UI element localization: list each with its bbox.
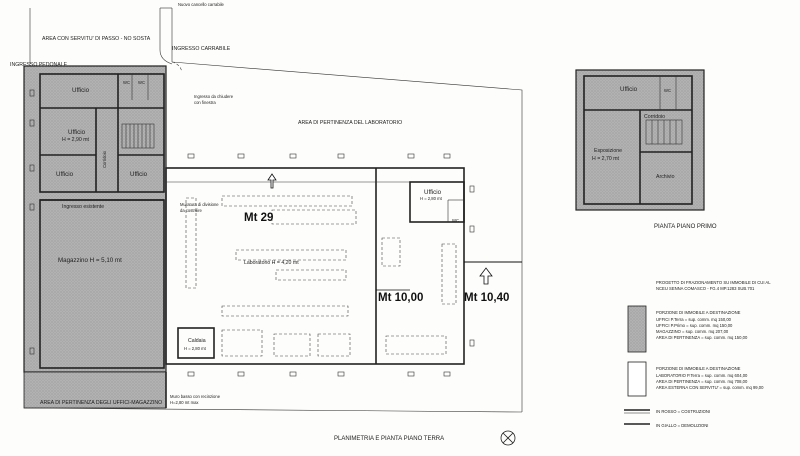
label-ufficio-lab-h: H = 2,80 mt — [420, 196, 443, 201]
legend-block1-line: UFFICI P.Primo = sup. comm. mq 150,00 — [656, 323, 733, 328]
label-ingresso-carrabile: INGRESSO CARRABILE — [172, 46, 231, 52]
label-ufficio-lab: Ufficio — [424, 189, 442, 196]
legend-white-swatch — [627, 361, 647, 397]
label-wc-lab: WC — [452, 218, 459, 223]
label-wc1: WC — [123, 80, 130, 85]
property-boundary-right — [171, 61, 523, 412]
label-caldaia: Caldaia — [188, 338, 206, 344]
label-ufficio-h2: H = 2,90 mt — [62, 137, 90, 143]
label-planimetria: PLANIMETRIA E PIANTA PIANO TERRA — [334, 436, 444, 442]
legend-title-2: NCEU SENNA COMASCO - FG.4 MP.1283 SUB.70… — [656, 286, 755, 291]
legend-block1-line: MAGAZZINO = sup. comm. mq 207,00 — [656, 329, 729, 334]
label-corridoio: Corridoio — [102, 150, 107, 168]
label-ufficio-h: Ufficio — [68, 129, 86, 136]
label-ingresso-chiudere-1: Ingresso da chiudere — [194, 94, 234, 99]
measure-mt1000: Mt 10,00 — [378, 292, 423, 304]
label-ingresso-esistente: Ingresso esistente — [62, 204, 104, 210]
arrow-up-icon — [479, 267, 493, 285]
label-muro-basso-1: Muro basso con recinzione — [170, 394, 221, 399]
legend-rosso: IN ROSSO = COSTRUZIONI — [656, 409, 710, 414]
legend-block1-title: PORZIONE DI IMMOBILE A DESTINAZIONE — [656, 310, 741, 315]
label-laboratorio: Laboratorio H = 4,20 mt — [244, 260, 299, 266]
arrow-up-icon — [267, 173, 277, 189]
uffici-magazzino-area — [23, 65, 167, 373]
label-magazzino: Magazzino H = 5,10 mt — [58, 257, 122, 264]
north-arrow-icon — [500, 430, 516, 446]
legend-hatched-swatch — [627, 305, 647, 353]
label-pf-esposizione-2: H = 2,70 mt — [592, 156, 620, 162]
legend-block2-line: AREA DI PERTINENZA = sup. comm. mq 708,0… — [656, 379, 748, 384]
label-pf-corridoio: Corridoio — [644, 114, 665, 120]
label-pf-ufficio: Ufficio — [620, 86, 638, 93]
label-ingresso-chiudere-2: con finestra — [194, 100, 216, 105]
window-markers — [29, 89, 475, 377]
legend-block1-line: UFFICI P.Terra = sup. comm. mq 150,00 — [656, 317, 732, 322]
label-ingresso-pedonale: INGRESSO PEDONALE — [10, 62, 68, 68]
label-muratura-2: da costruire — [180, 208, 203, 213]
label-nuovo-cancello: Nuovo cancello carrabile — [178, 2, 225, 7]
measure-mt29: Mt 29 — [244, 212, 273, 224]
label-pf-esposizione-1: Esposizione — [594, 148, 622, 154]
label-ufficio-right: Ufficio — [130, 171, 148, 178]
legend-block1-line: AREA DI PERTINENZA = sup. comm. mq 150,0… — [656, 335, 748, 340]
caldaia-room — [177, 327, 215, 359]
label-ufficio-left: Ufficio — [56, 171, 74, 178]
measure-mt1040: Mt 10,40 — [464, 292, 509, 304]
label-caldaia-h: H = 2,80 mt — [184, 346, 207, 351]
label-ufficio-top: Ufficio — [72, 87, 90, 94]
legend-block2-title: PORZIONE DI IMMOBILE A DESTINAZIONE — [656, 366, 741, 371]
magazzino-room — [39, 199, 165, 369]
legend-giallo: IN GIALLO = DEMOLIZIONI — [656, 423, 708, 428]
label-area-servitu: AREA CON SERVITU' DI PASSO - NO SOSTA — [42, 36, 151, 42]
label-pf-archivio: Archivio — [656, 174, 675, 180]
label-muratura-1: Muratura di divisione — [180, 202, 219, 207]
label-muro-basso-2: H=2,80 mt max — [170, 400, 199, 405]
label-area-pertinenza-uffici: AREA DI PERTINENZA DEGLI UFFICI-MAGAZZIN… — [40, 400, 162, 406]
legend-block2-line: LABORATORIO P.Terra = sup. comm. mq 604,… — [656, 373, 748, 378]
legend-title-1: PROGETTO DI FRAZIONAMENTO SU IMMOBILE DI… — [656, 280, 771, 285]
uffici-block — [39, 73, 165, 193]
label-wc2: WC — [138, 80, 145, 85]
label-pianta-primo: PIANTA PIANO PRIMO — [654, 224, 717, 230]
lab-office — [409, 181, 465, 223]
label-pf-wc: WC — [664, 88, 671, 93]
laboratorio-room — [165, 167, 465, 365]
legend-block2-line: AREA ESTERNA CON SERVITU' = sup. comm. m… — [656, 385, 764, 390]
label-area-pertinenza-lab: AREA DI PERTINENZA DEL LABORATORIO — [298, 120, 402, 126]
